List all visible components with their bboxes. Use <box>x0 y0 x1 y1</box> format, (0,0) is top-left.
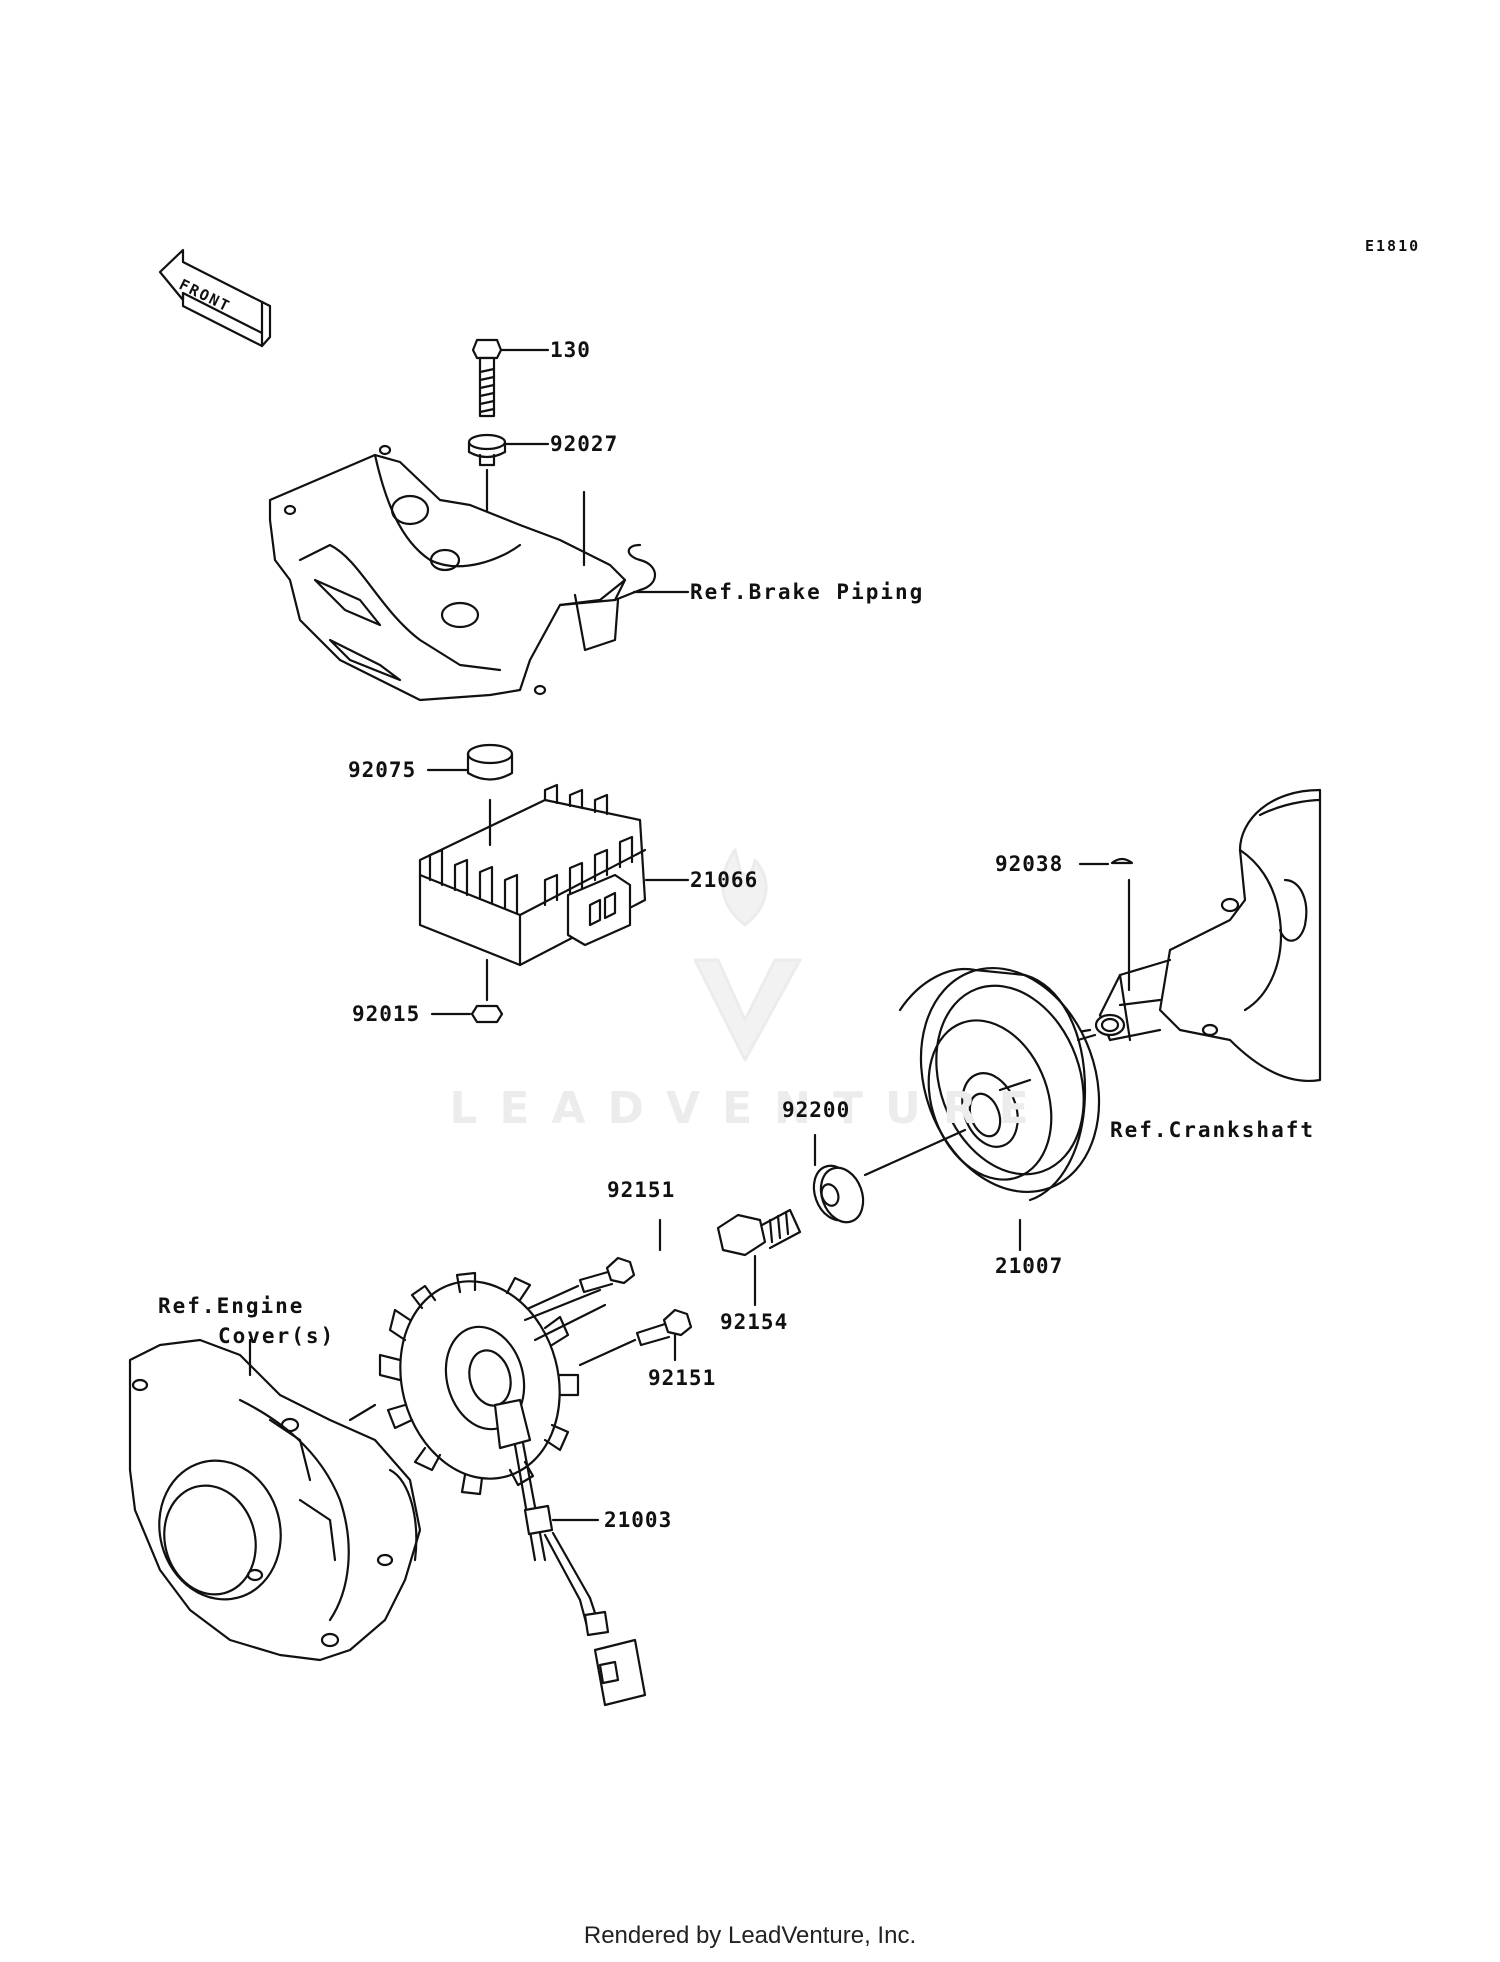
callout-92151-top[interactable]: 92151 <box>607 1178 676 1202</box>
washer-92200-icon <box>812 1133 865 1224</box>
watermark-logo <box>693 848 802 1062</box>
callout-92015[interactable]: 92015 <box>352 1002 421 1026</box>
callout-92038[interactable]: 92038 <box>995 852 1064 876</box>
ref-crankshaft[interactable]: Ref.Crankshaft <box>1110 1118 1316 1142</box>
ref-engine-cover-line2[interactable]: Cover(s) <box>218 1324 336 1348</box>
rotor-21007-icon <box>863 966 1101 1252</box>
bracket-icon <box>268 444 690 702</box>
grommet-21003-icon <box>523 1504 647 1707</box>
callout-21007[interactable]: 21007 <box>995 1254 1064 1278</box>
bolt-130-icon <box>471 338 550 418</box>
front-arrow-icon: FRONT <box>158 248 272 348</box>
callout-92075[interactable]: 92075 <box>348 758 417 782</box>
callout-130[interactable]: 130 <box>550 338 591 362</box>
diagram-id: E1810 <box>1365 237 1421 255</box>
callout-92027[interactable]: 92027 <box>550 432 619 456</box>
bolt-92154-icon <box>716 1208 802 1307</box>
callout-92200[interactable]: 92200 <box>782 1098 851 1122</box>
footer-credit: Rendered by LeadVenture, Inc. <box>583 1922 917 1949</box>
damper-92075-icon <box>426 743 514 781</box>
crankshaft-icon <box>1058 788 1322 1082</box>
nut-92015-icon <box>430 958 504 1024</box>
callout-92151-bottom[interactable]: 92151 <box>648 1366 717 1390</box>
bolt-92151-top-icon <box>523 1218 662 1312</box>
ref-brake-piping[interactable]: Ref.Brake Piping <box>690 580 925 604</box>
callout-21003[interactable]: 21003 <box>604 1508 673 1532</box>
callout-21066[interactable]: 21066 <box>690 868 759 892</box>
bolt-92151-bottom-icon <box>578 1308 693 1367</box>
callout-92154[interactable]: 92154 <box>720 1310 789 1334</box>
regulator-21066-icon <box>418 783 690 967</box>
watermark-text: LEADVENTURE <box>449 1083 1051 1134</box>
key-92038-icon <box>1078 857 1134 866</box>
ref-engine-cover-line1[interactable]: Ref.Engine <box>158 1294 305 1318</box>
engine-cover-icon <box>128 1338 422 1662</box>
stator-icon <box>348 1271 607 1562</box>
